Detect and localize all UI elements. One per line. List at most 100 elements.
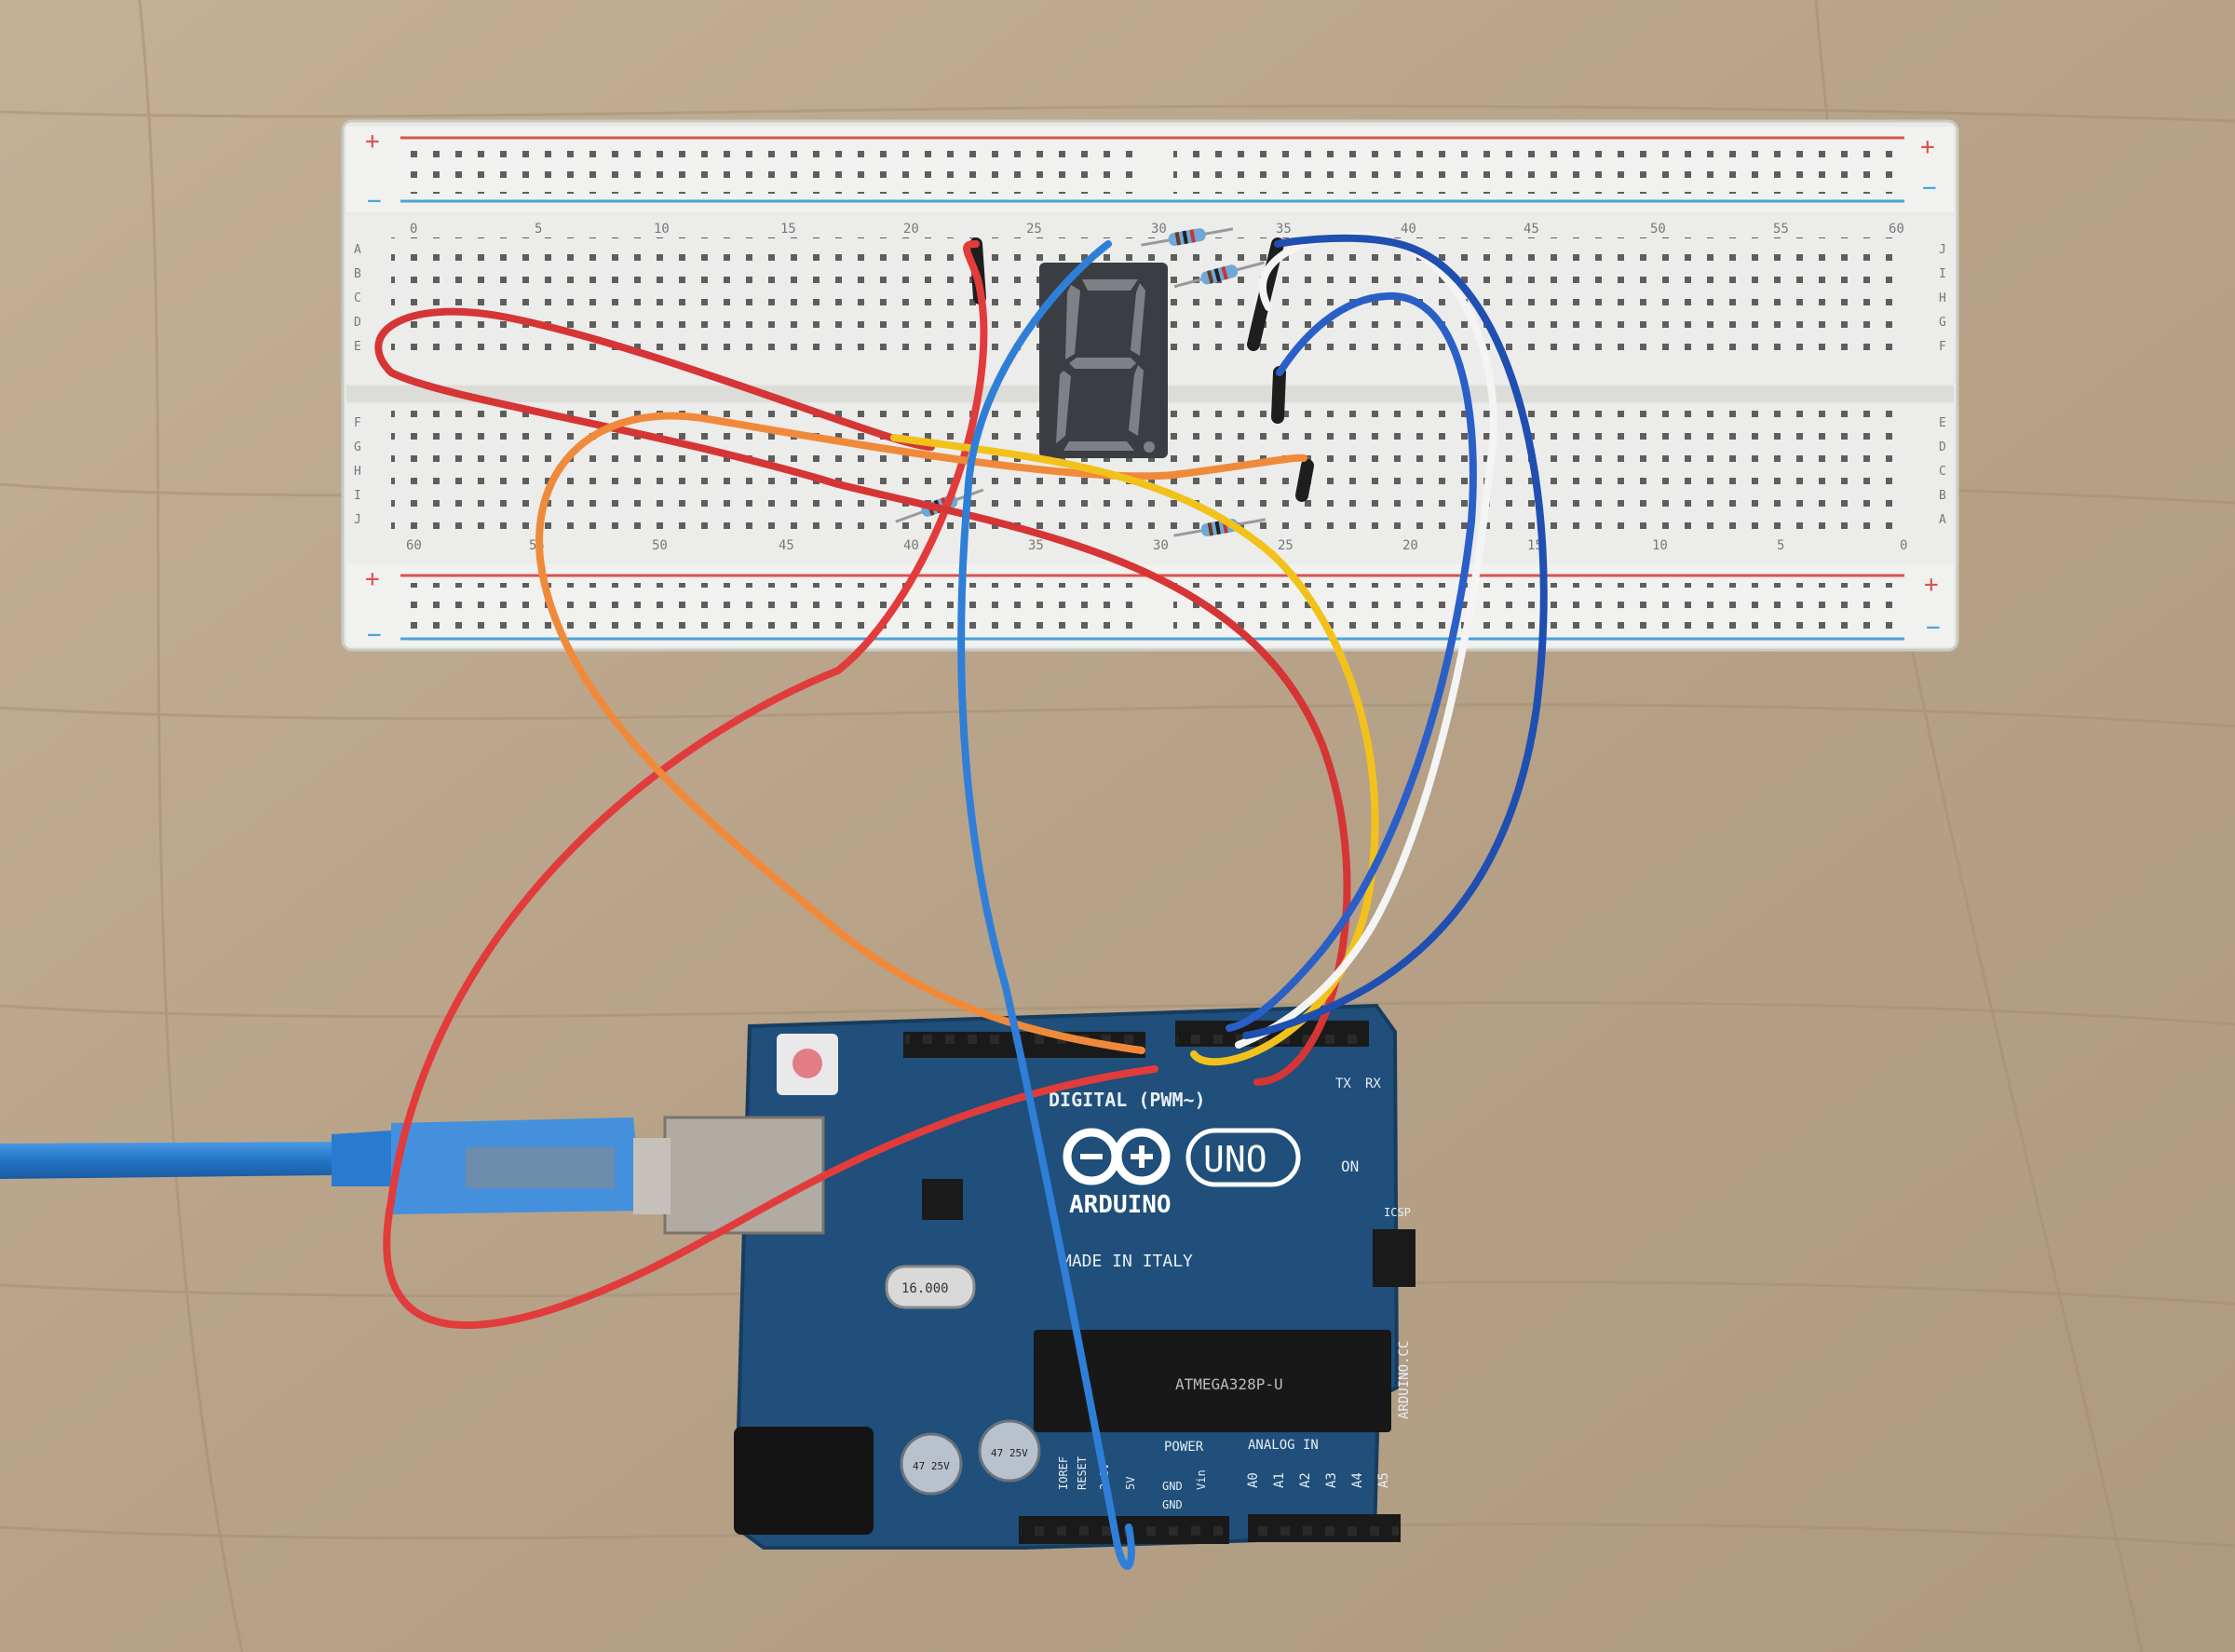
svg-text:J: J xyxy=(1939,243,1946,257)
svg-text:20: 20 xyxy=(1402,538,1418,553)
svg-text:H: H xyxy=(354,465,361,479)
svg-text:40: 40 xyxy=(1401,222,1416,237)
svg-text:60: 60 xyxy=(1889,222,1904,237)
wire-navy-1 xyxy=(1242,234,1548,1039)
svg-text:25: 25 xyxy=(1026,222,1042,237)
svg-text:H: H xyxy=(1939,291,1946,305)
svg-text:A5: A5 xyxy=(1376,1472,1391,1488)
wire-orange xyxy=(535,412,1307,1054)
svg-text:5: 5 xyxy=(535,222,542,237)
jumper-wires xyxy=(374,232,1548,1570)
analog-pin-labels: A0 A1 A2 A3 A4 A5 xyxy=(1246,1472,1391,1488)
upper-row-letters-right: J I H G F xyxy=(1939,243,1946,354)
svg-text:35: 35 xyxy=(1028,538,1044,553)
svg-text:50: 50 xyxy=(1650,222,1666,237)
svg-text:D: D xyxy=(354,316,361,330)
site-label: ARDUINO.CC xyxy=(1397,1341,1412,1419)
uno-badge xyxy=(1185,1128,1301,1187)
svg-text:0: 0 xyxy=(410,222,417,237)
usb-cable xyxy=(0,1116,825,1235)
capacitor: 47 25V xyxy=(900,1432,963,1496)
svg-text:RESET: RESET xyxy=(1076,1456,1089,1490)
wire-red-loop xyxy=(374,307,1351,1086)
logo-word: ARDUINO xyxy=(1069,1191,1172,1219)
usb-b-plug xyxy=(663,1116,825,1235)
svg-text:E: E xyxy=(1939,416,1946,430)
svg-text:A4: A4 xyxy=(1350,1472,1365,1488)
svg-text:A2: A2 xyxy=(1298,1472,1313,1488)
svg-text:Vin: Vin xyxy=(1195,1469,1208,1490)
icsp-header xyxy=(1373,1229,1416,1287)
rail-plus-label-bottom: + xyxy=(365,565,380,593)
svg-text:G: G xyxy=(1939,316,1946,330)
svg-text:40: 40 xyxy=(903,538,919,553)
svg-text:A0: A0 xyxy=(1246,1472,1261,1488)
svg-text:47 25V: 47 25V xyxy=(913,1460,950,1472)
svg-text:50: 50 xyxy=(652,538,668,553)
svg-text:UNO: UNO xyxy=(1203,1139,1267,1180)
svg-text:GND: GND xyxy=(1162,1498,1183,1511)
lower-row-letters-right: E D C B A xyxy=(1939,416,1946,527)
power-label: POWER xyxy=(1164,1440,1204,1455)
wire-red-long xyxy=(383,240,1158,1329)
rx-label: RX xyxy=(1365,1077,1381,1091)
capacitor: 47 25V xyxy=(978,1419,1041,1483)
made-in-label: MADE IN ITALY xyxy=(1062,1252,1193,1271)
digital-label: DIGITAL (PWM~) xyxy=(1049,1089,1206,1111)
rail-minus-label-bottom-right: − xyxy=(1926,614,1941,642)
atmega-chip xyxy=(1034,1330,1391,1432)
svg-text:E: E xyxy=(354,340,361,354)
svg-text:5: 5 xyxy=(1777,538,1784,553)
crystal xyxy=(885,1265,976,1309)
lower-row-letters-left: F G H I J xyxy=(354,416,361,527)
svg-text:25: 25 xyxy=(1278,538,1294,553)
svg-text:I: I xyxy=(1939,267,1946,281)
svg-text:55: 55 xyxy=(1773,222,1789,237)
upper-row-letters-left: A B C D E xyxy=(354,243,361,354)
svg-text:30: 30 xyxy=(1153,538,1169,553)
svg-text:30: 30 xyxy=(1151,222,1167,237)
svg-text:A: A xyxy=(354,243,361,257)
svg-text:45: 45 xyxy=(1524,222,1539,237)
svg-text:5V: 5V xyxy=(1124,1477,1137,1490)
svg-text:15: 15 xyxy=(780,222,796,237)
dc-power-jack xyxy=(734,1427,874,1535)
analog-label: ANALOG IN xyxy=(1248,1438,1319,1453)
rail-minus-label-bottom: − xyxy=(367,621,382,649)
top-column-numbers: 0 5 10 15 20 25 30 35 40 45 50 55 60 xyxy=(410,222,1904,237)
chip-label: ATMEGA328P-U xyxy=(1175,1375,1283,1393)
on-label: ON xyxy=(1341,1158,1359,1175)
svg-text:C: C xyxy=(354,291,361,305)
svg-text:D: D xyxy=(1939,440,1946,454)
svg-text:A3: A3 xyxy=(1324,1472,1339,1488)
svg-text:20: 20 xyxy=(903,222,919,237)
resistor xyxy=(1141,227,1234,247)
seven-segment-display xyxy=(1039,263,1168,458)
wire-navy-2 xyxy=(1226,291,1477,1032)
svg-text:F: F xyxy=(1939,340,1946,354)
svg-text:IOREF: IOREF xyxy=(1057,1456,1070,1490)
svg-text:F: F xyxy=(354,416,361,430)
svg-text:10: 10 xyxy=(1652,538,1668,553)
rail-plus-label-right: + xyxy=(1920,133,1935,161)
svg-text:J: J xyxy=(354,513,361,527)
svg-text:A1: A1 xyxy=(1272,1472,1287,1488)
svg-text:G: G xyxy=(354,440,361,454)
svg-text:I: I xyxy=(354,489,361,503)
rail-plus-label-bottom-right: + xyxy=(1924,571,1939,599)
wire-yellow xyxy=(890,434,1379,1066)
svg-text:A: A xyxy=(1939,513,1946,527)
crystal-label: 16.000 xyxy=(901,1281,949,1296)
svg-text:0: 0 xyxy=(1900,538,1907,553)
rail-minus-label-right: − xyxy=(1922,174,1937,202)
svg-text:B: B xyxy=(354,267,361,281)
wire-blue-long xyxy=(957,240,1135,1570)
resistor xyxy=(1173,261,1266,289)
svg-text:45: 45 xyxy=(779,538,794,553)
svg-text:60: 60 xyxy=(406,538,422,553)
svg-text:C: C xyxy=(1939,465,1946,479)
rail-plus-label: + xyxy=(365,128,380,156)
svg-text:GND: GND xyxy=(1162,1480,1183,1493)
icsp-label: ICSP xyxy=(1384,1206,1411,1219)
